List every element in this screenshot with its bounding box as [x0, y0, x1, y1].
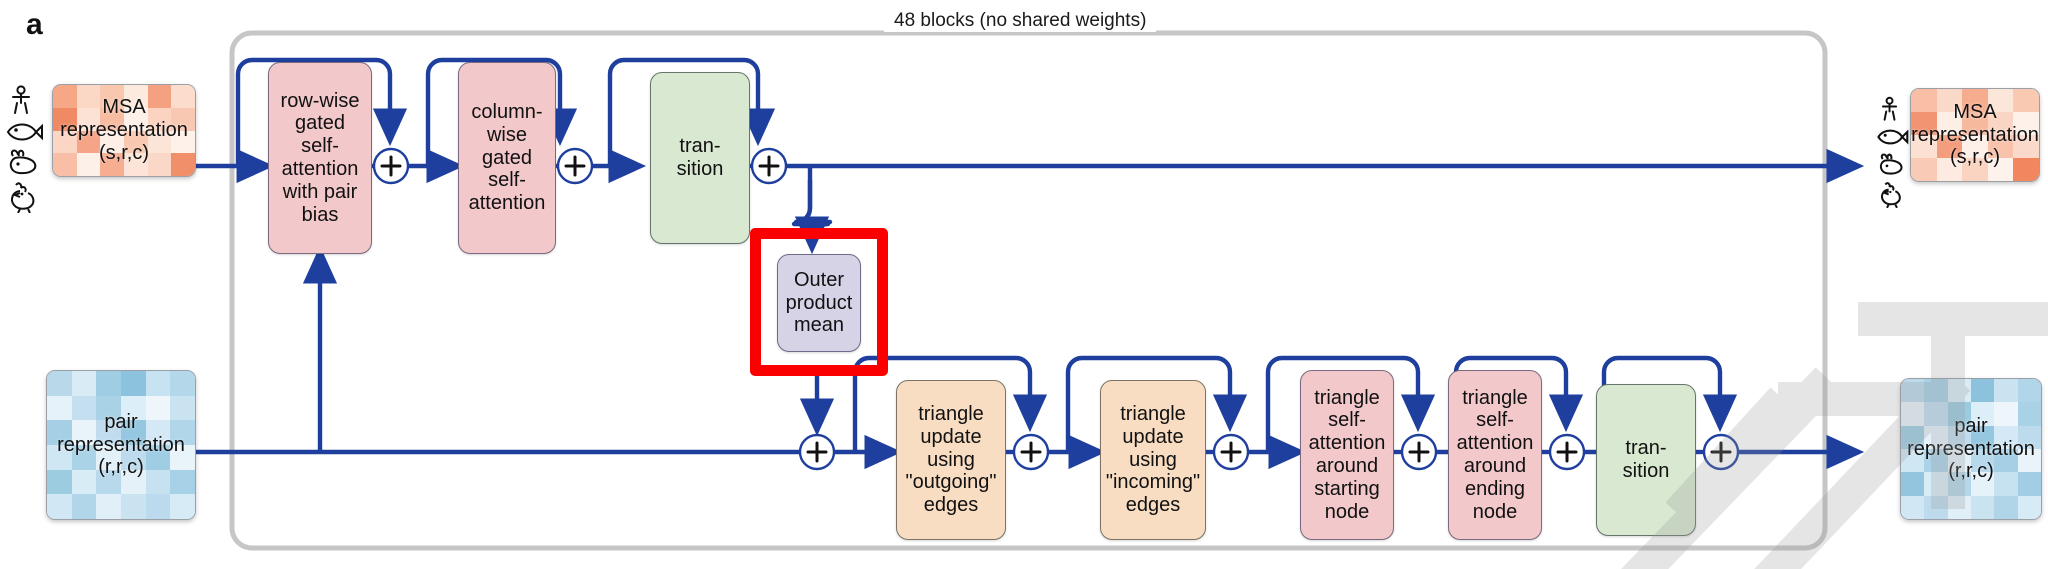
msa-representation-output-caption: MSA representation (s,r,c) [1911, 100, 2039, 169]
module-triangle-self-attention-starting-node[interactable]: triangle self- attention around starting… [1300, 370, 1394, 540]
msa-representation-input-caption: MSA representation (s,r,c) [60, 96, 188, 164]
module-triangle-update-outgoing[interactable]: triangle update using "outgoing" edges [896, 380, 1006, 540]
pair-representation-input-caption: pair representation (r,r,c) [57, 410, 185, 479]
module-outer-product-mean[interactable]: Outer product mean [777, 254, 861, 352]
outer-product-mean-highlight-box [750, 228, 888, 376]
rabbit-icon [9, 149, 37, 175]
msa-representation-output: MSA representation (s,r,c) [1910, 88, 2040, 182]
rooster-icon [11, 182, 35, 213]
module-triangle-update-incoming[interactable]: triangle update using "incoming" edges [1100, 380, 1206, 540]
module-column-wise-gated-self-attention[interactable]: column- wise gated self- attention [458, 62, 556, 254]
fish-icon [1877, 129, 1909, 145]
human-icon [1881, 96, 1898, 121]
output-species-icon-column [1872, 96, 1912, 208]
rooster-icon [1881, 182, 1901, 208]
human-icon [12, 85, 30, 114]
rabbit-icon [1879, 153, 1903, 175]
module-row-wise-gated-self-attention-with-pair-bias[interactable]: row-wise gated self- attention with pair… [268, 62, 372, 254]
module-transition-pair[interactable]: tran- sition [1596, 384, 1696, 536]
pair-representation-output: pair representation (r,r,c) [1900, 378, 2042, 520]
module-transition-msa[interactable]: tran- sition [650, 72, 750, 244]
fish-icon [6, 123, 43, 141]
blocks-count-label: 48 blocks (no shared weights) [884, 10, 1157, 32]
module-triangle-self-attention-ending-node[interactable]: triangle self- attention around ending n… [1448, 370, 1542, 540]
input-species-icon-column [4, 85, 44, 213]
pair-representation-output-caption: pair representation (r,r,c) [1907, 414, 2035, 483]
pair-representation-input: pair representation (r,r,c) [46, 370, 196, 520]
msa-representation-input: MSA representation (s,r,c) [52, 84, 196, 177]
panel-letter: a [26, 8, 43, 41]
